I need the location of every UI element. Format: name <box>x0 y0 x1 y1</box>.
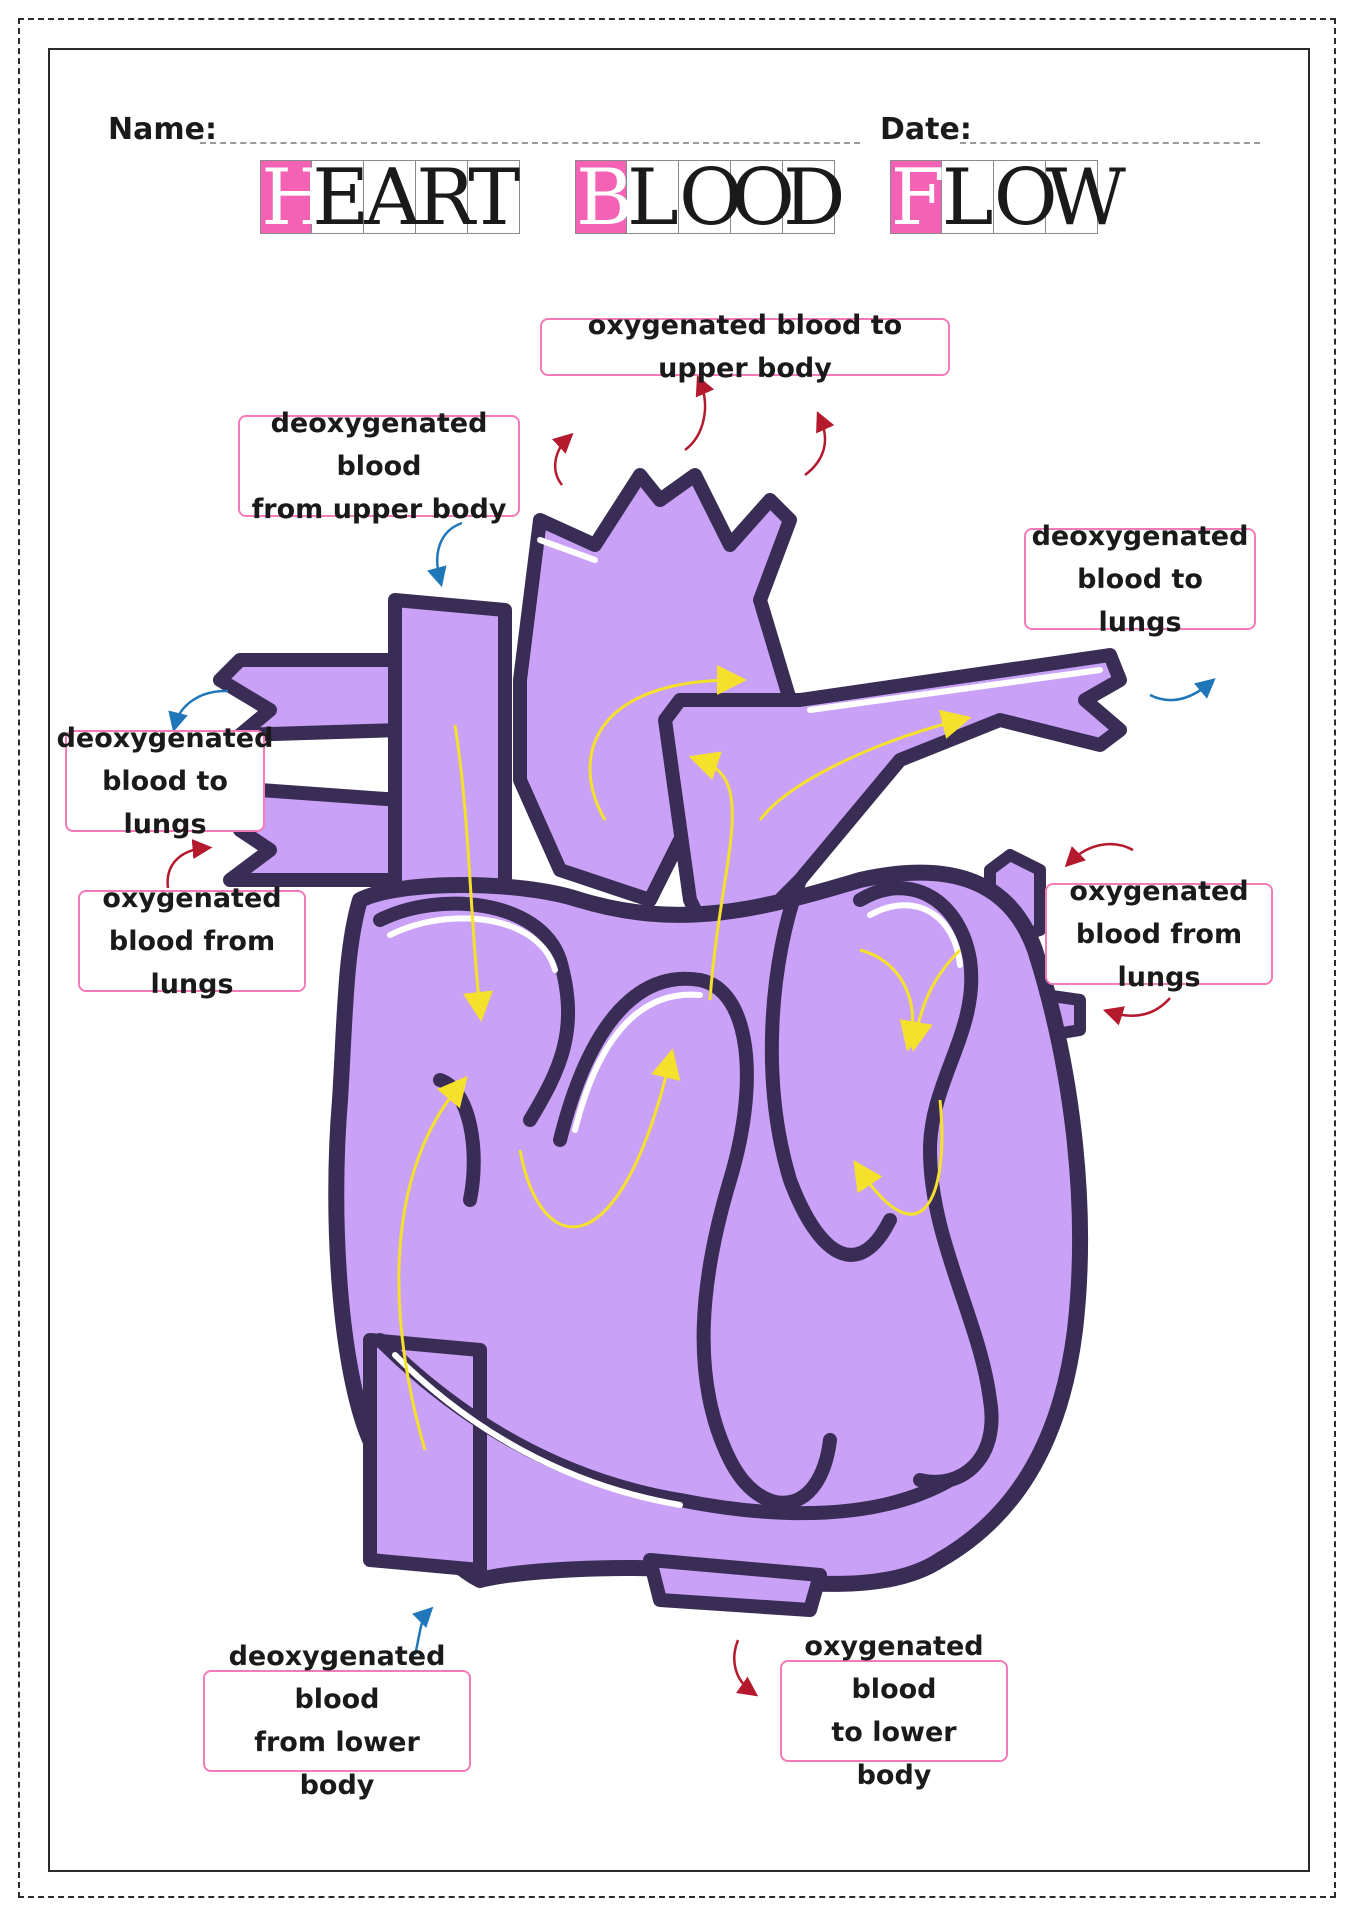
descending-aorta <box>650 1560 820 1610</box>
red-arrow-icon <box>1070 844 1133 862</box>
red-arrow-icon <box>555 438 568 485</box>
label-upper-body-out: oxygenated blood to upper body <box>540 318 950 376</box>
red-arrow-icon <box>805 418 825 475</box>
label-upper-body-in: deoxygenated blood from upper body <box>238 415 520 517</box>
label-text: oxygenated blood from lungs <box>1057 870 1261 999</box>
superior-vena-cava <box>395 600 505 910</box>
label-lungs-in-right: oxygenated blood from lungs <box>1045 883 1273 985</box>
red-arrow-icon <box>734 1640 752 1692</box>
red-arrow-icon <box>1110 998 1170 1016</box>
blue-arrow-icon <box>1150 683 1210 700</box>
label-lungs-in-left: oxygenated blood from lungs <box>78 890 306 992</box>
label-text: deoxygenated blood from lower body <box>215 1635 459 1807</box>
label-text: deoxygenated blood to lungs <box>1032 515 1249 644</box>
red-arrow-icon <box>685 382 705 450</box>
label-text: oxygenated blood from lungs <box>90 877 294 1006</box>
blue-arrow-icon <box>437 523 462 580</box>
label-lungs-out-left: deoxygenated blood to lungs <box>65 730 265 832</box>
label-text: deoxygenated blood from upper body <box>250 402 508 531</box>
label-text: deoxygenated blood to lungs <box>57 717 274 846</box>
label-lower-body-out: oxygenated blood to lower body <box>780 1660 1008 1762</box>
label-lower-body-in: deoxygenated blood from lower body <box>203 1670 471 1772</box>
label-text: oxygenated blood to upper body <box>552 304 938 390</box>
label-lungs-out-right: deoxygenated blood to lungs <box>1024 528 1256 630</box>
label-text: oxygenated blood to lower body <box>792 1625 996 1797</box>
